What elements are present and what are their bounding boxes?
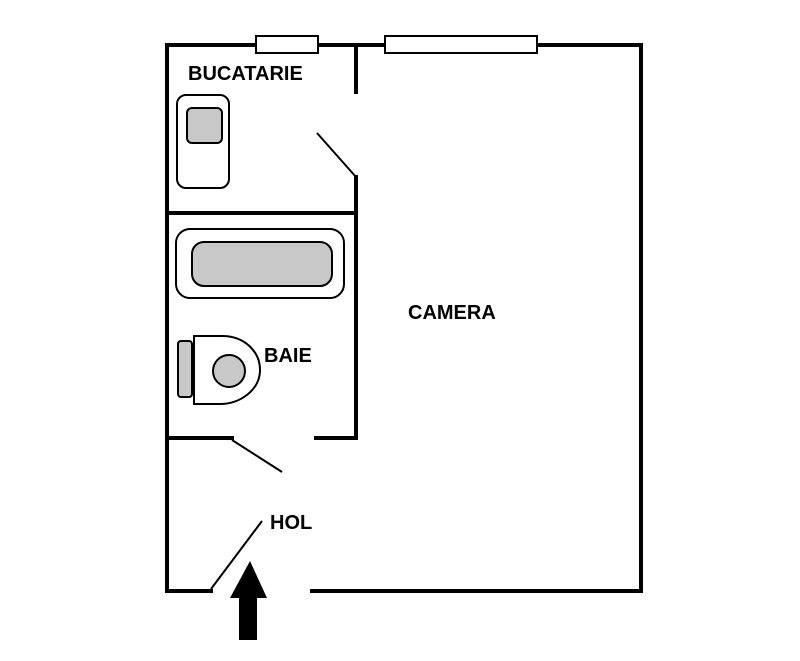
entrance-arrow-icon bbox=[230, 561, 267, 640]
interior-walls bbox=[165, 43, 358, 440]
label-room: CAMERA bbox=[408, 302, 496, 324]
kitchen-door bbox=[316, 132, 357, 178]
bathtub bbox=[175, 228, 345, 299]
label-bathroom: BAIE bbox=[264, 345, 312, 367]
window-kitchen bbox=[255, 35, 319, 54]
label-hall: HOL bbox=[270, 512, 312, 534]
window-room bbox=[384, 35, 538, 54]
kitchen-sink bbox=[176, 94, 230, 189]
bathroom-door bbox=[231, 439, 283, 473]
outer-walls bbox=[165, 43, 643, 593]
entrance-door bbox=[210, 520, 263, 590]
doors bbox=[210, 132, 357, 590]
label-kitchen: BUCATARIE bbox=[188, 63, 303, 85]
toilet bbox=[177, 335, 262, 405]
